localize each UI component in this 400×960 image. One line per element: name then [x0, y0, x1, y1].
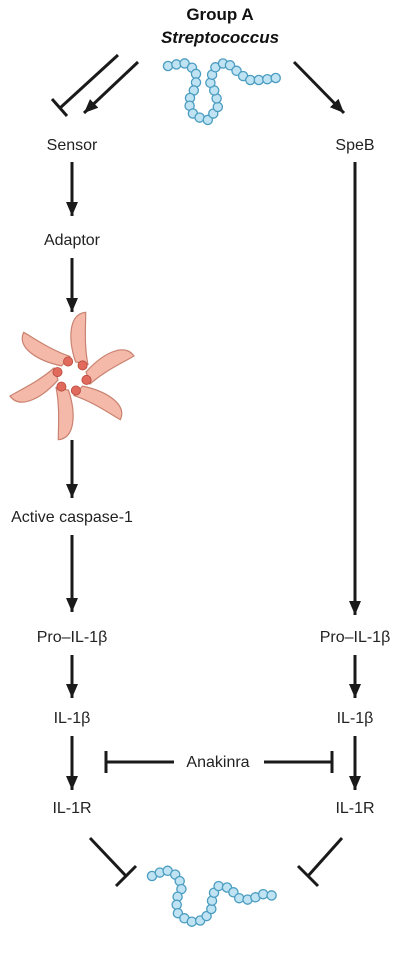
right-il1b-label: IL-1β — [337, 710, 374, 727]
left-il1r-label: IL-1R — [52, 800, 91, 817]
coccus-cell — [270, 72, 281, 84]
activate-speb-arrow — [292, 60, 346, 115]
left-pro-il1b-label: Pro–IL-1β — [37, 629, 108, 646]
coccus-cell — [266, 890, 277, 901]
coccus-cell — [213, 880, 224, 892]
il1r-right-inhibit-bar — [296, 864, 320, 888]
coccus-cell — [245, 74, 256, 86]
coccus-cell — [253, 74, 265, 86]
inflammasome-dot — [70, 385, 81, 396]
inflammasome-icon — [9, 311, 135, 441]
anakinra-label: Anakinra — [186, 754, 249, 771]
sensor-label: Sensor — [47, 137, 98, 154]
streptococcus-chain-icon — [162, 58, 281, 126]
activate-sensor-arrow — [82, 60, 140, 115]
coccus-cell — [262, 73, 273, 85]
coccus-cell — [224, 60, 236, 71]
inflammasome-lobe — [9, 366, 59, 403]
title-line2: Streptococcus — [161, 28, 279, 47]
inflammasome-dot — [81, 374, 92, 385]
inflammasome-dot — [63, 356, 74, 367]
adaptor-label: Adaptor — [44, 232, 101, 249]
speb-label: SpeB — [335, 137, 374, 154]
inflammasome-dot — [77, 360, 88, 371]
caspase-label: Active caspase-1 — [11, 509, 133, 526]
il1r-left-inhibit-bar — [114, 864, 138, 888]
inflammasome-lobe — [55, 386, 74, 441]
il1r-right-inhibit-line — [306, 836, 344, 878]
right-pro-il1b-label: Pro–IL-1β — [320, 629, 391, 646]
inflammasome-lobe — [21, 331, 71, 367]
streptococcus-chain-icon — [146, 865, 277, 927]
coccus-cell — [162, 60, 174, 72]
coccus-cell — [201, 910, 212, 922]
inflammasome-lobe — [70, 311, 89, 366]
coccus-cell — [212, 101, 224, 113]
coccus-cell — [233, 892, 245, 904]
title-line1: Group A — [186, 5, 253, 24]
inflammasome-lobe — [73, 385, 123, 421]
coccus-cell — [257, 888, 269, 900]
coccus-cell — [171, 899, 182, 911]
inflammasome-dot — [52, 367, 63, 378]
inhibit-sensor-line — [58, 53, 120, 110]
coccus-cell — [190, 68, 202, 80]
coccus-cell — [186, 916, 198, 927]
inflammasome-dot — [56, 381, 67, 392]
right-il1r-label: IL-1R — [335, 800, 374, 817]
il1r-left-inhibit-line — [88, 836, 128, 878]
inflammasome-lobe — [85, 349, 135, 386]
left-il1b-label: IL-1β — [54, 710, 91, 727]
inhibit-sensor-bar — [50, 98, 69, 117]
